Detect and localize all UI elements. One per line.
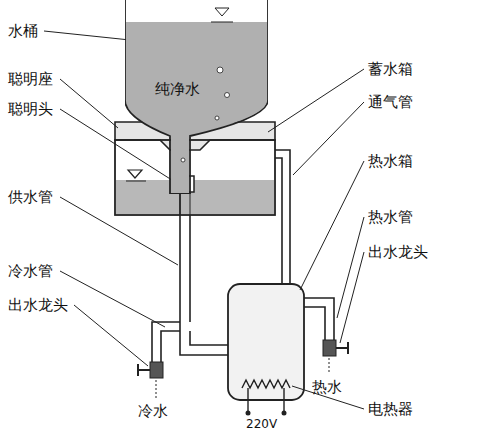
part-label: 热水箱 [368, 152, 413, 170]
air-bubble [217, 67, 223, 73]
hot-faucet-handle [336, 347, 348, 349]
leader-line [293, 102, 364, 175]
part-label: 热水 [312, 378, 342, 396]
air-bubble [225, 93, 230, 98]
supply-pipe [180, 192, 228, 355]
leader-line [340, 252, 364, 343]
water-level-mark [215, 8, 229, 16]
hot-faucet [323, 340, 336, 356]
reservoir-tank [115, 140, 275, 215]
terminal [282, 411, 287, 416]
part-label: 热水管 [368, 208, 413, 226]
leader-line [60, 79, 118, 128]
part-label: 供水管 [8, 188, 53, 206]
hot-water-tank [228, 284, 304, 400]
supply-pipe [190, 215, 228, 345]
leader-line [300, 161, 364, 290]
content-label: 纯净水 [155, 80, 200, 98]
part-label: 水桶 [8, 22, 38, 40]
leader-line [268, 69, 364, 132]
cold-pipe [152, 322, 180, 362]
cold-faucet [150, 362, 163, 378]
part-label: 出水龙头 [368, 243, 428, 261]
part-label: 冷水管 [8, 262, 53, 280]
hot-water-flow [329, 358, 330, 374]
air-bubble [215, 116, 219, 120]
part-label: 电热器 [368, 400, 413, 418]
hot-pipe [304, 298, 334, 340]
cold-water-flow [156, 380, 157, 398]
leader-line [44, 31, 130, 40]
terminal [246, 411, 251, 416]
part-label: 聪明头 [8, 100, 53, 118]
leader-line [74, 305, 148, 366]
bucket-water [126, 22, 267, 193]
part-label: 出水龙头 [8, 296, 68, 314]
part-label: 220V [246, 417, 277, 431]
part-label: 冷水 [138, 402, 168, 420]
vent-pipe [275, 150, 290, 286]
supply-pipe [180, 192, 190, 215]
part-label: 通气管 [368, 93, 413, 111]
cold-faucet-handle [137, 364, 139, 376]
cold-faucet-handle [138, 369, 150, 371]
part-label: 蓄水箱 [368, 60, 413, 78]
part-label: 聪明座 [8, 70, 53, 88]
heater-wire [248, 388, 284, 412]
air-bubble [181, 158, 185, 162]
water-level-line [211, 22, 233, 23]
leader-line [60, 197, 178, 265]
leader-line [60, 271, 165, 327]
bucket-wall [125, 0, 268, 194]
water-bucket: 纯净水 [125, 0, 268, 194]
electric-heater [242, 380, 290, 388]
hot-faucet-handle [347, 342, 349, 354]
reservoir-water [116, 180, 274, 214]
water-level-mark [128, 170, 142, 178]
water-level-line [126, 181, 146, 182]
